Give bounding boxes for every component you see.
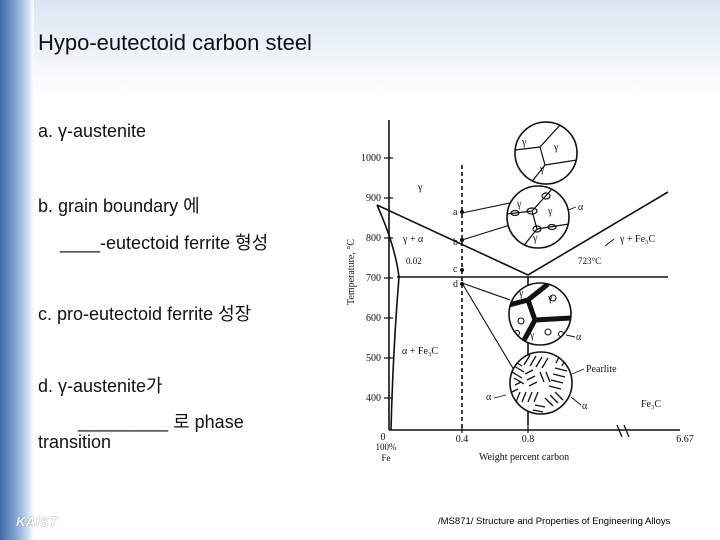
y-tick-label: 600 (366, 313, 381, 324)
slide-title: Hypo-eutectoid carbon steel (38, 30, 312, 55)
eutectoid-carbon-label: 0.02 (406, 256, 422, 266)
item-a: a. γ-austenite (38, 121, 147, 141)
phase-label-fe3c: Fe₃C (641, 399, 661, 410)
a3-acm-line (376, 191, 669, 276)
y-tick-label: 800 (366, 233, 381, 244)
microstructure-ferrite-nucleation: γ γ γ (506, 185, 570, 249)
item-c: c. pro-eutectoid ferrite 성장 (38, 304, 252, 324)
item-d-line2: _________ 로 phase (78, 412, 244, 432)
phase-label-alpha: α (486, 392, 492, 403)
svg-text:γ: γ (553, 142, 559, 153)
item-b-line2: ____-eutectoid ferrite 형성 (60, 233, 269, 253)
phase-label-alpha: α (578, 202, 584, 213)
x-tick-label: 0.4 (456, 434, 469, 445)
phase-label-pearlite: Pearlite (586, 364, 617, 375)
y-axis-label: Temperature, °C (346, 239, 357, 305)
microstructure-pearlite (509, 351, 573, 415)
svg-text:γ: γ (532, 233, 538, 244)
svg-text:γ: γ (518, 288, 524, 299)
point-label-d: d (453, 279, 458, 290)
alpha-solvus (390, 276, 400, 431)
svg-text:γ: γ (516, 199, 522, 210)
alpha-gamma-boundary (376, 204, 400, 278)
phase-label-gamma-alpha: γ + α (402, 234, 424, 245)
item-d-line3: transition (38, 432, 112, 452)
x-tick-label: 6.67 (676, 434, 694, 445)
svg-text:γ: γ (521, 137, 527, 148)
y-tick-label: 900 (366, 193, 381, 204)
x-sub-label-fe: Fe (382, 453, 391, 463)
svg-text:γ: γ (547, 293, 553, 304)
kaist-logo: KAIST (16, 514, 58, 529)
svg-text:γ: γ (539, 164, 545, 175)
fe-c-phase-diagram: 1000 900 800 700 600 500 400 Temperature… (346, 120, 694, 463)
y-tick-label: 700 (366, 273, 381, 284)
item-d-line1: d. γ-austenite가 (38, 376, 163, 396)
phase-label-alpha-fe3c: α + Fe₃C (402, 346, 438, 357)
point-label-b: b (453, 237, 458, 248)
point-label-c: c (453, 264, 458, 275)
phase-label-gamma: γ (417, 182, 423, 193)
svg-text:γ: γ (547, 206, 553, 217)
svg-text:γ: γ (529, 330, 535, 341)
y-tick-label: 1000 (361, 153, 381, 164)
x-tick-label: 0.8 (522, 434, 535, 445)
microstructure-ferrite-growth: γ γ γ (508, 282, 572, 346)
item-b-line1: b. grain boundary 에 (38, 196, 200, 216)
x-tick-label: 0 (381, 432, 386, 443)
point-label-a: a (453, 207, 458, 218)
x-sub-label-100: 100% (376, 442, 398, 452)
side-decor-bar (0, 0, 34, 540)
phase-label-alpha: α (582, 401, 588, 412)
axis-break-mark (616, 424, 630, 438)
eutectoid-temp-label: 723°C (578, 256, 601, 266)
microstructure-austenite: γ γ γ (514, 121, 578, 185)
phase-label-gamma-fe3c: γ + Fe₃C (619, 234, 656, 245)
y-tick-label: 400 (366, 393, 381, 404)
phase-label-alpha: α (576, 332, 582, 343)
x-axis-label: Weight percent carbon (479, 452, 569, 463)
y-tick-label: 500 (366, 353, 381, 364)
title-band (34, 0, 720, 96)
footer-course-text: /MS871/ Structure and Properties of Engi… (438, 516, 671, 527)
